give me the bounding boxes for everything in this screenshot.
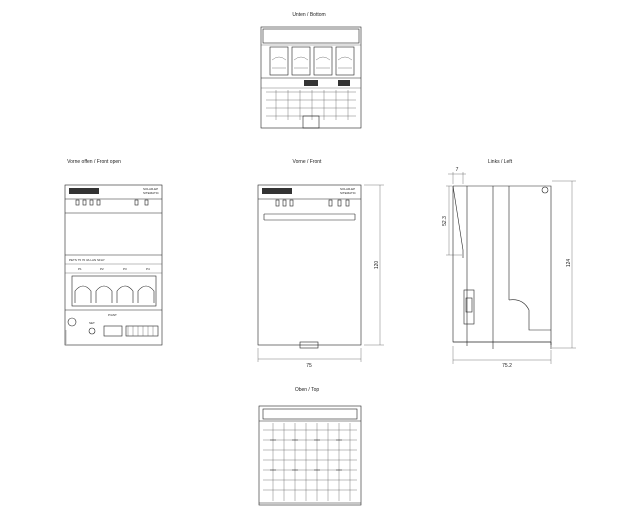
front-open-brand-2: SITEMATIC xyxy=(143,191,160,195)
front-brand-2: SITEMATIC xyxy=(340,191,357,195)
front-open-view: Vorne offen / Front open SOLAR-EP SITEMA… xyxy=(64,159,163,346)
port-label-p3: P3 xyxy=(123,267,127,271)
front-view: Vorne / Front SOLAR-EP SITEMATIC 75 120 xyxy=(257,159,384,369)
front-view-title: Vorne / Front xyxy=(293,159,323,165)
top-view: Oben / Top xyxy=(258,387,362,506)
left-dim-top: 7 xyxy=(456,167,459,173)
left-dim-upper: 52.3 xyxy=(442,216,448,226)
bottom-view-title: Unten / Bottom xyxy=(292,12,325,18)
front-open-ports xyxy=(71,275,157,307)
bottom-vent-grid xyxy=(266,90,356,120)
port-label-p1: P1 xyxy=(78,267,82,271)
port-label-p2: P2 xyxy=(100,267,104,271)
left-dim-depth: 75.2 xyxy=(502,363,512,369)
top-view-title: Oben / Top xyxy=(295,387,320,393)
port-label-p4: P4 xyxy=(146,267,150,271)
front-dim-height: 120 xyxy=(374,261,380,270)
front-open-set-label: SET xyxy=(89,321,95,325)
bottom-view: Unten / Bottom xyxy=(260,12,362,129)
left-view-title: Links / Left xyxy=(488,159,513,165)
front-open-leds xyxy=(75,199,149,206)
left-view: Links / Left 7 52.3 124 75.2 xyxy=(442,159,576,369)
front-open-panel-label: P/ANT xyxy=(108,313,117,317)
front-brand-1: SOLAR-EP xyxy=(340,187,355,191)
front-open-brand-1: SOLAR-EP xyxy=(143,187,158,191)
front-open-view-title: Vorne offen / Front open xyxy=(67,159,121,165)
bottom-terminal-blocks xyxy=(269,46,355,76)
top-vent-grid xyxy=(263,423,357,501)
left-dim-height: 124 xyxy=(566,259,572,268)
front-dim-width: 75 xyxy=(306,363,312,369)
front-open-port-row-label: PETS 75 70 3A LAN SFLP xyxy=(69,258,105,262)
